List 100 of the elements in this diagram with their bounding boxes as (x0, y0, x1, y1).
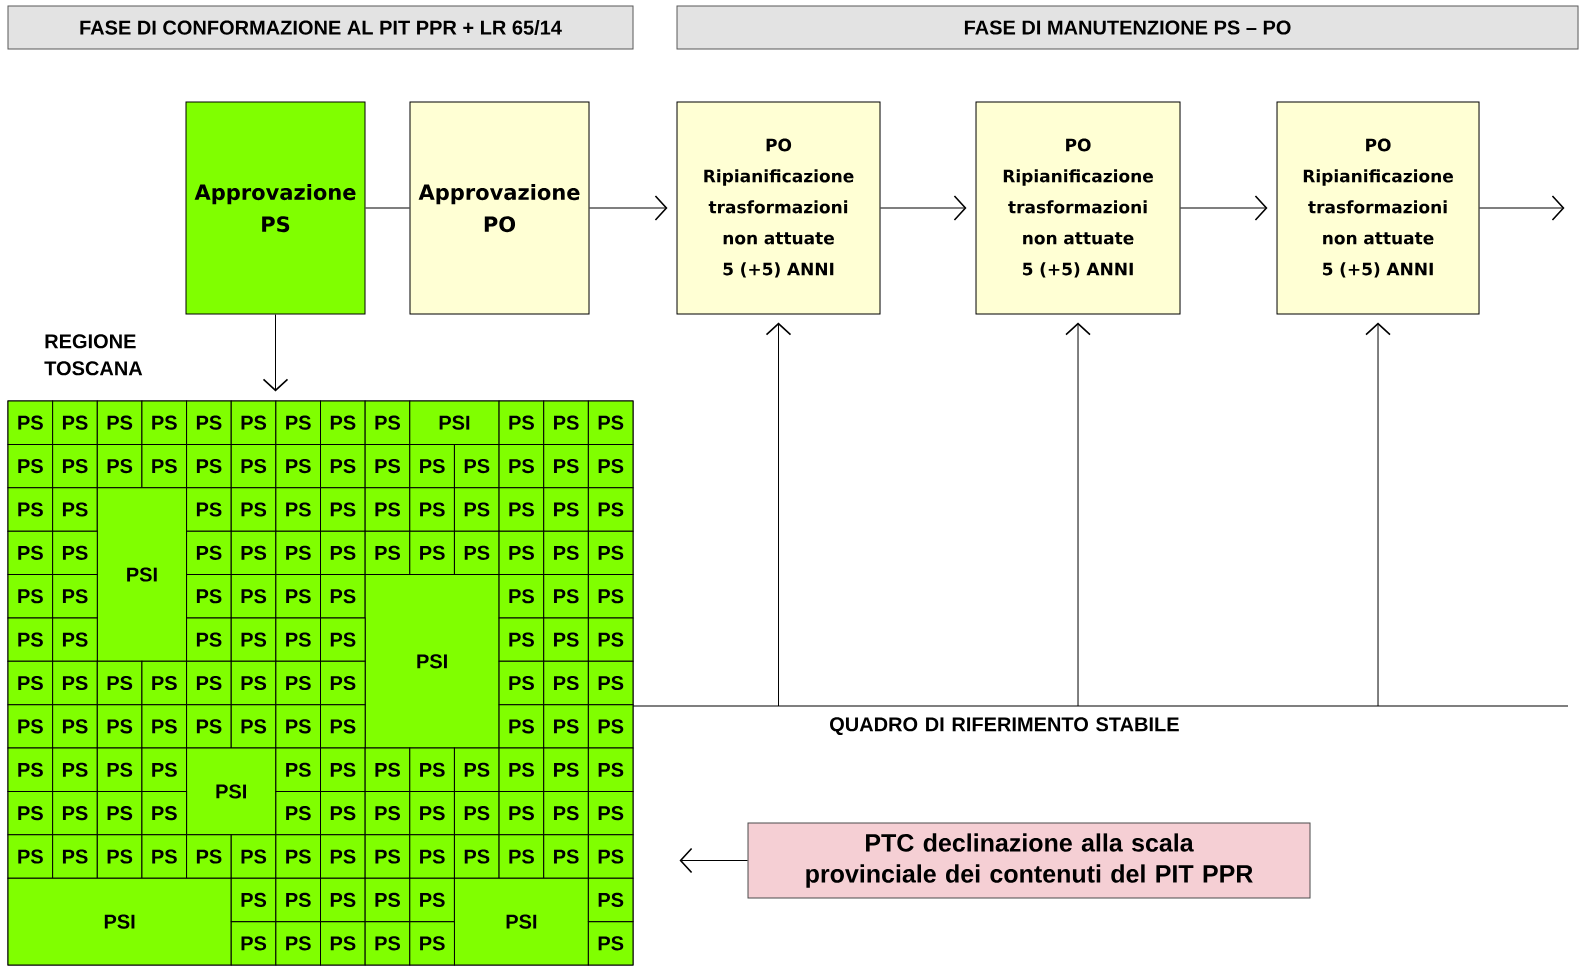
grid-cell: PS (409, 877, 455, 923)
process-box: PO Ripianificazione trasformazioni non attuate 5 (+5) ANNI (1276, 101, 1480, 315)
grid-cell: PS (275, 877, 321, 923)
grid-cell: PS (587, 747, 634, 792)
arrow (1180, 195, 1268, 221)
grid-cell: PS (453, 834, 500, 879)
grid-cell: PS (230, 487, 277, 532)
arrow (1365, 322, 1391, 707)
grid-cell: PS (587, 617, 634, 662)
grid-cell: PS (364, 400, 411, 445)
grid-cell: PS (453, 443, 500, 489)
grid-cell: PS (52, 574, 98, 619)
grid-cell: PS (587, 834, 634, 879)
grid-cell: PS (587, 400, 634, 445)
grid-cell: PS (364, 790, 411, 836)
grid-cell: PS (320, 877, 366, 923)
grid-cell: PS (186, 834, 232, 879)
grid-cell: PS (543, 443, 589, 489)
process-box: Approvazione PS (185, 101, 366, 315)
grid-cell: PS (320, 921, 366, 966)
grid-cell: PS (52, 747, 98, 792)
grid-cell: PS (409, 834, 455, 879)
grid-cell: PS (7, 704, 54, 749)
grid-cell: PS (543, 617, 589, 662)
grid-cell: PS (275, 834, 321, 879)
grid-cell: PS (275, 921, 321, 966)
grid-cell: PS (498, 574, 545, 619)
grid-cell: PS (453, 790, 500, 836)
grid-cell: PS (230, 660, 277, 706)
phase-header: FASE DI MANUTENZIONE PS – PO (676, 5, 1579, 50)
grid-cell: PS (320, 617, 366, 662)
grid-cell: PS (587, 704, 634, 749)
grid-cell: PS (364, 747, 411, 792)
arrow (1479, 195, 1565, 221)
grid-cell: PS (320, 704, 366, 749)
grid-cell: PS (587, 921, 634, 966)
grid-cell: PS (543, 530, 589, 576)
arrow (880, 195, 967, 221)
grid-cell: PS (230, 921, 277, 966)
grid-cell: PS (186, 574, 232, 619)
grid-cell: PS (7, 790, 54, 836)
grid-cell: PS (96, 400, 143, 445)
grid-cell: PS (141, 704, 188, 749)
grid-cell: PS (320, 400, 366, 445)
grid-cell: PS (320, 487, 366, 532)
grid-cell: PS (52, 530, 98, 576)
grid-cell: PS (587, 660, 634, 706)
grid-cell: PS (364, 530, 411, 576)
grid-cell: PS (96, 704, 143, 749)
grid-cell: PS (7, 530, 54, 576)
grid-cell: PS (275, 790, 321, 836)
grid-cell: PS (543, 704, 589, 749)
grid-cell: PS (52, 487, 98, 532)
grid-cell: PS (320, 660, 366, 706)
grid-cell: PS (275, 487, 321, 532)
grid-cell: PS (7, 443, 54, 489)
grid-cell: PS (364, 487, 411, 532)
grid-cell: PS (543, 834, 589, 879)
grid-cell: PS (186, 400, 232, 445)
grid-cell: PS (52, 443, 98, 489)
process-box: Approvazione PO (409, 101, 590, 315)
grid-cell: PS (141, 400, 188, 445)
grid-cell: PS (320, 443, 366, 489)
grid-cell: PS (275, 443, 321, 489)
grid-cell: PS (141, 834, 188, 879)
grid-cell: PS (230, 574, 277, 619)
grid-cell: PS (498, 400, 545, 445)
grid-cell: PS (230, 530, 277, 576)
grid-cell: PS (275, 530, 321, 576)
grid-cell: PS (186, 704, 232, 749)
grid-cell: PS (275, 617, 321, 662)
arrow (262, 314, 289, 392)
grid-cell: PS (7, 400, 54, 445)
grid-cell: PS (230, 443, 277, 489)
grid-cell: PS (96, 747, 143, 792)
grid-cell: PS (186, 443, 232, 489)
grid-cell: PS (364, 877, 411, 923)
grid-cell: PS (7, 660, 54, 706)
grid-cell: PS (7, 747, 54, 792)
grid-cell: PS (498, 747, 545, 792)
grid-cell: PS (230, 400, 277, 445)
grid-cell: PS (587, 530, 634, 576)
grid-cell: PS (498, 530, 545, 576)
grid-cell: PS (453, 530, 500, 576)
phase-header: FASE DI CONFORMAZIONE AL PIT PPR + LR 65/14 (7, 5, 634, 50)
grid-cell: PS (543, 660, 589, 706)
grid-cell: PS (498, 704, 545, 749)
grid-cell: PS (364, 834, 411, 879)
grid-cell: PS (52, 790, 98, 836)
grid-cell: PS (409, 747, 455, 792)
grid-cell: PS (7, 574, 54, 619)
grid-cell: PS (275, 660, 321, 706)
grid-cell: PS (498, 790, 545, 836)
grid-cell: PS (498, 443, 545, 489)
grid-cell: PS (409, 487, 455, 532)
grid-cell: PS (275, 747, 321, 792)
grid-cell: PS (543, 400, 589, 445)
grid-cell: PS (543, 487, 589, 532)
process-box: PO Ripianificazione trasformazioni non attuate 5 (+5) ANNI (975, 101, 1181, 315)
grid-cell: PS (7, 834, 54, 879)
